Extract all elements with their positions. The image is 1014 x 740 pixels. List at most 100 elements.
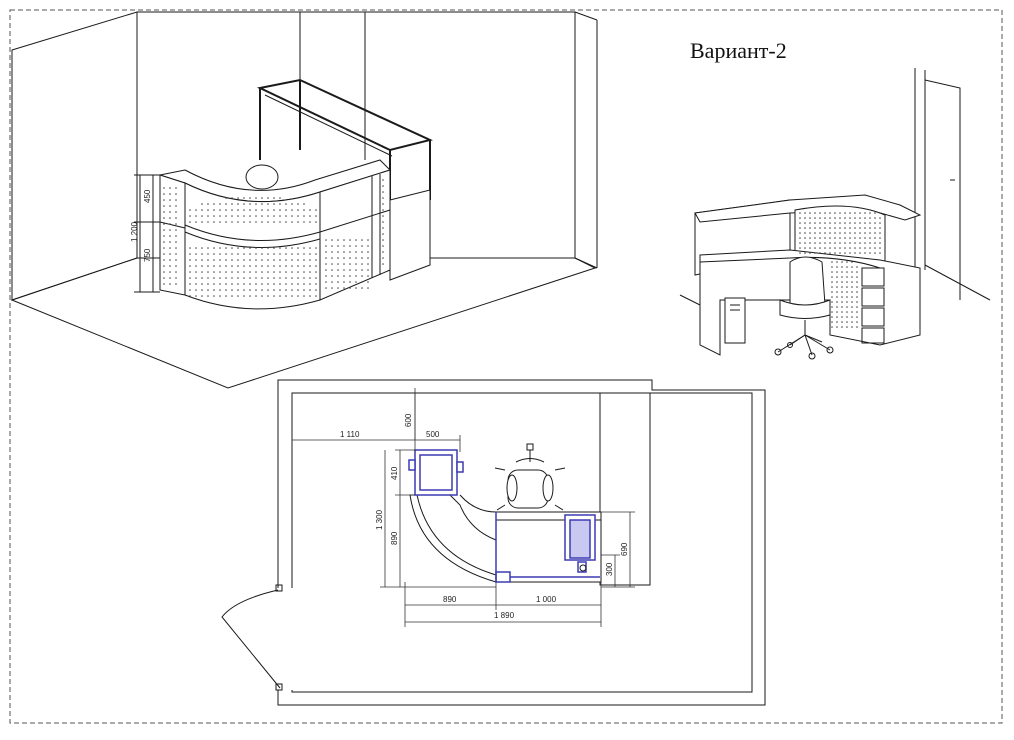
perforation-dot	[291, 265, 293, 267]
perforation-dot	[163, 187, 165, 189]
plan-dim-500: 500	[426, 430, 440, 439]
perforation-dot	[201, 283, 203, 285]
perforation-dot	[874, 252, 876, 254]
perforation-dot	[382, 257, 384, 259]
perforation-dot	[279, 259, 281, 261]
perforation-dot	[846, 286, 848, 288]
perforation-dot	[799, 242, 801, 244]
perforation-dot	[249, 221, 251, 223]
perforation-dot	[231, 203, 233, 205]
perforation-dot	[814, 227, 816, 229]
perforation-dot	[879, 237, 881, 239]
perforation-dot	[315, 259, 317, 261]
plan-dim-410: 410	[390, 466, 399, 480]
perforation-dot	[225, 221, 227, 223]
plan-door-swing	[221, 589, 281, 689]
perforation-dot	[163, 253, 165, 255]
perforation-dot	[303, 271, 305, 273]
perforation-dot	[315, 221, 317, 223]
perforation-dot	[874, 242, 876, 244]
perforation-dot	[243, 277, 245, 279]
perforation-dot	[189, 289, 191, 291]
perforation-dot	[349, 281, 351, 283]
perforation-dot	[856, 321, 858, 323]
perforation-dot	[869, 212, 871, 214]
perforation-dot	[175, 199, 177, 201]
plan-dim-690: 690	[620, 542, 629, 556]
perforation-dot	[856, 316, 858, 318]
perforation-dot	[219, 265, 221, 267]
perforation-dot	[163, 205, 165, 207]
perforation-dot	[829, 252, 831, 254]
perforation-dot	[851, 306, 853, 308]
perforation-dot	[814, 232, 816, 234]
perforation-dot	[243, 295, 245, 297]
perforation-dot	[219, 209, 221, 211]
perforation-dot	[169, 277, 171, 279]
perforation-dot	[249, 277, 251, 279]
perforation-dot	[273, 289, 275, 291]
perforation-dot	[243, 209, 245, 211]
perforation-dot	[255, 295, 257, 297]
perforation-dot	[879, 242, 881, 244]
perforation-dot	[189, 277, 191, 279]
perforation-dot	[846, 261, 848, 263]
perforation-dot	[831, 291, 833, 293]
perforation-dot	[285, 215, 287, 217]
perforation-dot	[169, 235, 171, 237]
perforation-dot	[849, 227, 851, 229]
perforation-dot	[856, 271, 858, 273]
perforation-dot	[195, 221, 197, 223]
perforation-dot	[279, 289, 281, 291]
perforation-dot	[231, 277, 233, 279]
perforation-dot	[844, 227, 846, 229]
perforation-dot	[874, 247, 876, 249]
perforation-dot	[237, 259, 239, 261]
perforation-dot	[854, 242, 856, 244]
perforation-dot	[864, 227, 866, 229]
perforation-dot	[309, 221, 311, 223]
perforation-dot	[291, 277, 293, 279]
perforation-dot	[297, 253, 299, 255]
perforation-dot	[189, 283, 191, 285]
perforation-dot	[382, 185, 384, 187]
perforation-dot	[819, 252, 821, 254]
perforation-dot	[841, 276, 843, 278]
perforation-dot	[225, 271, 227, 273]
perforation-dot	[841, 271, 843, 273]
perforation-dot	[349, 275, 351, 277]
persp-perforation-pattern	[799, 212, 881, 328]
iso-chair	[245, 164, 279, 190]
perforation-dot	[839, 227, 841, 229]
perforation-dot	[255, 197, 257, 199]
perforation-dot	[349, 263, 351, 265]
perforation-dot	[879, 252, 881, 254]
perforation-dot	[255, 215, 257, 217]
perforation-dot	[231, 221, 233, 223]
plan-room-inner-wall	[291, 392, 753, 693]
perforation-dot	[243, 215, 245, 217]
perforation-dot	[829, 247, 831, 249]
perforation-dot	[273, 295, 275, 297]
perforation-dot	[243, 221, 245, 223]
perforation-dot	[189, 265, 191, 267]
perforation-dot	[297, 209, 299, 211]
perforation-dot	[849, 222, 851, 224]
perforation-dot	[819, 217, 821, 219]
plan-left-cabinet	[414, 449, 458, 496]
perforation-dot	[267, 197, 269, 199]
perforation-dot	[213, 271, 215, 273]
perforation-dot	[367, 275, 369, 277]
perforation-dot	[237, 253, 239, 255]
perforation-dot	[207, 295, 209, 297]
perforation-dot	[382, 239, 384, 241]
perforation-dot	[255, 247, 257, 249]
perforation-dot	[343, 269, 345, 271]
perforation-dot	[836, 286, 838, 288]
perforation-dot	[219, 247, 221, 249]
perforation-dot	[267, 253, 269, 255]
perforation-dot	[213, 283, 215, 285]
perforation-dot	[824, 232, 826, 234]
perforation-dot	[856, 326, 858, 328]
perforation-dot	[874, 232, 876, 234]
